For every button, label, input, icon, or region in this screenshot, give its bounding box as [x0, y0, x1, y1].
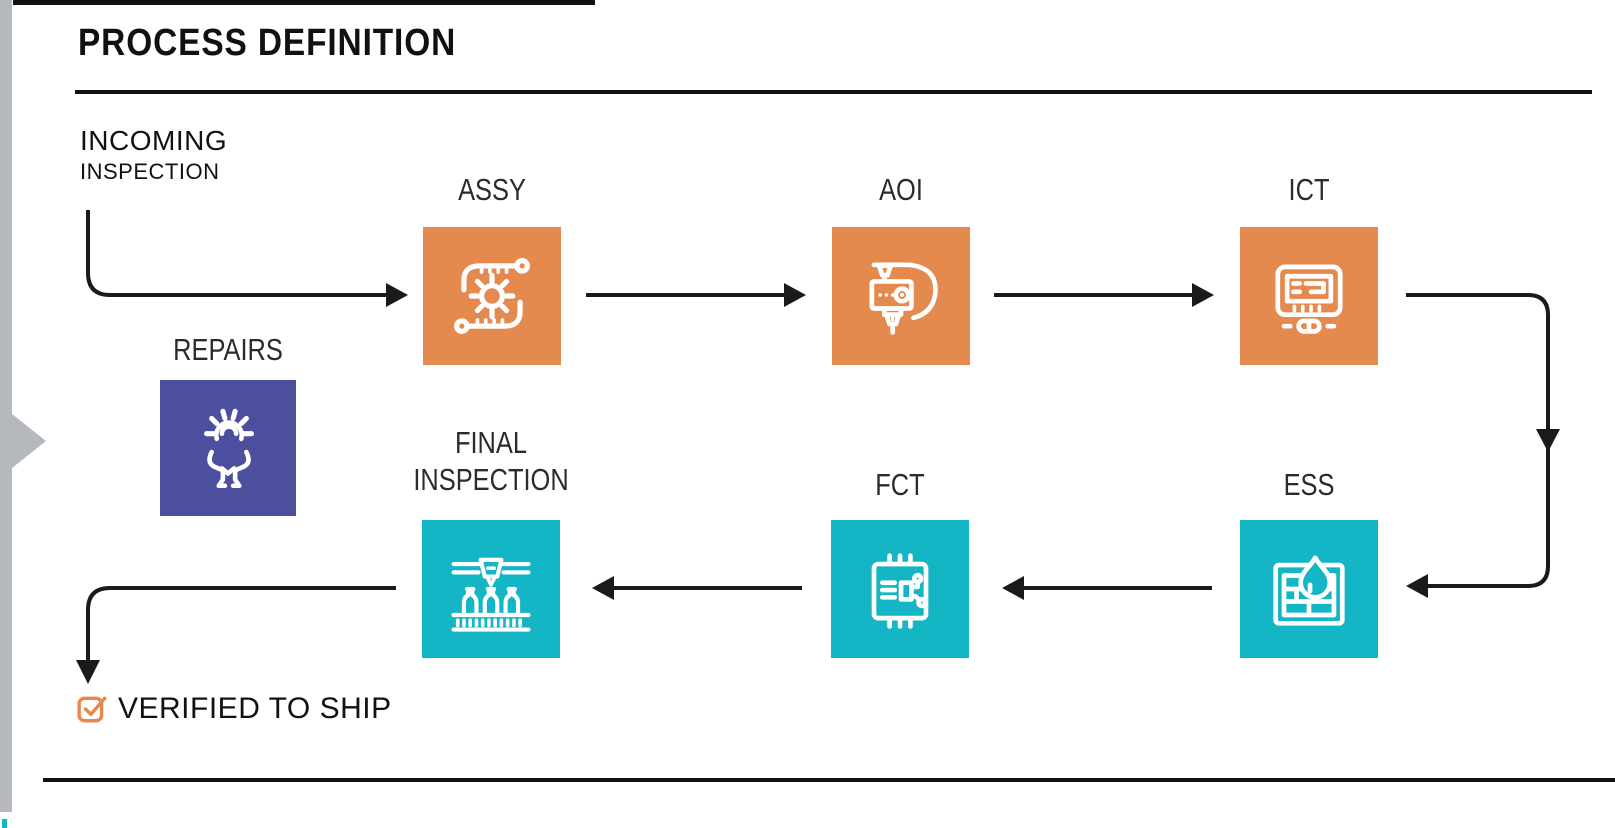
node-ict: [1240, 227, 1378, 365]
assy-label: ASSY: [458, 172, 526, 207]
incoming-label-line1: INCOMING: [80, 125, 228, 156]
conveyor-inspection-icon: [451, 557, 531, 632]
final-label-line2: INSPECTION: [413, 462, 569, 497]
test-console-icon: [1275, 264, 1343, 334]
incoming-label-line2: INSPECTION: [80, 158, 220, 184]
bottom-divider: [43, 778, 1615, 782]
verified-to-ship-label: VERIFIED TO SHIP: [118, 692, 392, 725]
circuit-chip-icon: [871, 553, 929, 629]
side-rail-right-arrow-icon: [12, 414, 46, 468]
incoming-inspection-label: INCOMING INSPECTION: [80, 125, 228, 184]
bottom-left-chip: [2, 819, 7, 828]
title-underline: [75, 90, 1592, 94]
fct-label: FCT: [875, 467, 925, 502]
node-ess: [1240, 520, 1378, 658]
arrowhead-into-ess: [1406, 574, 1428, 598]
connector-incoming-to-assy: [86, 210, 386, 297]
final-label-line1: FINAL: [454, 425, 528, 460]
arrowhead-into-final: [592, 576, 614, 600]
node-fct: [831, 520, 969, 658]
arrowhead-down-right-rail: [1536, 429, 1560, 452]
arrowhead-into-assy: [386, 283, 408, 307]
arrowhead-into-fct: [1002, 576, 1024, 600]
page-title: PROCESS DEFINITION: [78, 22, 457, 64]
process-gear-icon: [454, 258, 530, 334]
checkbox-checked-icon: [77, 696, 107, 723]
arrowhead-into-aoi: [784, 283, 806, 307]
node-repairs: [160, 380, 296, 516]
connector-final-to-ship: [86, 586, 396, 660]
gear-wrench-icon: [204, 408, 255, 489]
moisture-screen-grid-icon: [1273, 555, 1345, 626]
connector-ict-to-ess: [1406, 293, 1550, 588]
final-inspection-label: FINAL INSPECTION: [401, 424, 581, 498]
ess-label: ESS: [1283, 467, 1335, 502]
top-edge-bar: [13, 0, 595, 5]
repairs-label: REPAIRS: [173, 332, 283, 367]
arrowhead-into-ship: [76, 660, 100, 684]
verified-to-ship-row: VERIFIED TO SHIP: [76, 692, 392, 726]
arrowhead-into-ict: [1192, 283, 1214, 307]
side-rail: [0, 0, 12, 812]
aoi-label: AOI: [879, 172, 923, 207]
node-final-inspection: [422, 520, 560, 658]
node-aoi: [832, 227, 970, 365]
optical-inspection-machine-icon: [869, 262, 938, 335]
node-assy: [423, 227, 561, 365]
ict-label: ICT: [1288, 172, 1330, 207]
